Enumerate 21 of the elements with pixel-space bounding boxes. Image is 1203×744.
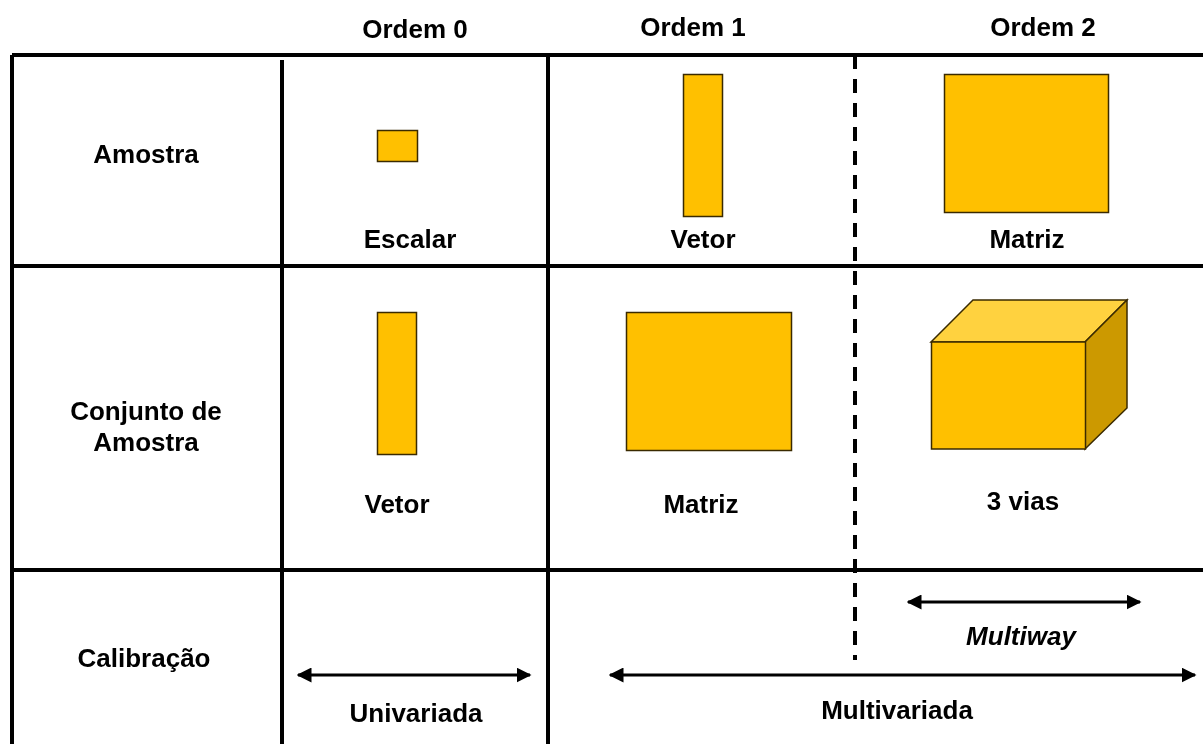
cube-drawing xyxy=(931,300,1127,450)
shape-caption: Vetor xyxy=(670,224,736,256)
bar-block xyxy=(683,74,723,217)
column-header: Ordem 2 xyxy=(990,12,1096,44)
range-label: Multiway xyxy=(966,621,1076,653)
square-block xyxy=(377,130,418,162)
shape-caption: Vetor xyxy=(364,489,430,521)
row-header: Calibração xyxy=(77,643,211,675)
shape-caption: Matriz xyxy=(663,489,739,521)
bar-block xyxy=(377,312,417,455)
shape-caption: Matriz xyxy=(989,224,1065,256)
square-block xyxy=(944,74,1109,213)
row-header: Conjunto de Amostra xyxy=(69,395,223,459)
square-block xyxy=(626,312,792,451)
range-label: Univariada xyxy=(349,698,483,730)
shape-caption: 3 vias xyxy=(986,486,1060,518)
range-label: Multivariada xyxy=(821,695,973,727)
row-header: Amostra xyxy=(93,139,199,171)
shape-caption: Escalar xyxy=(363,224,457,256)
column-header: Ordem 0 xyxy=(362,14,468,46)
column-header: Ordem 1 xyxy=(640,12,746,44)
